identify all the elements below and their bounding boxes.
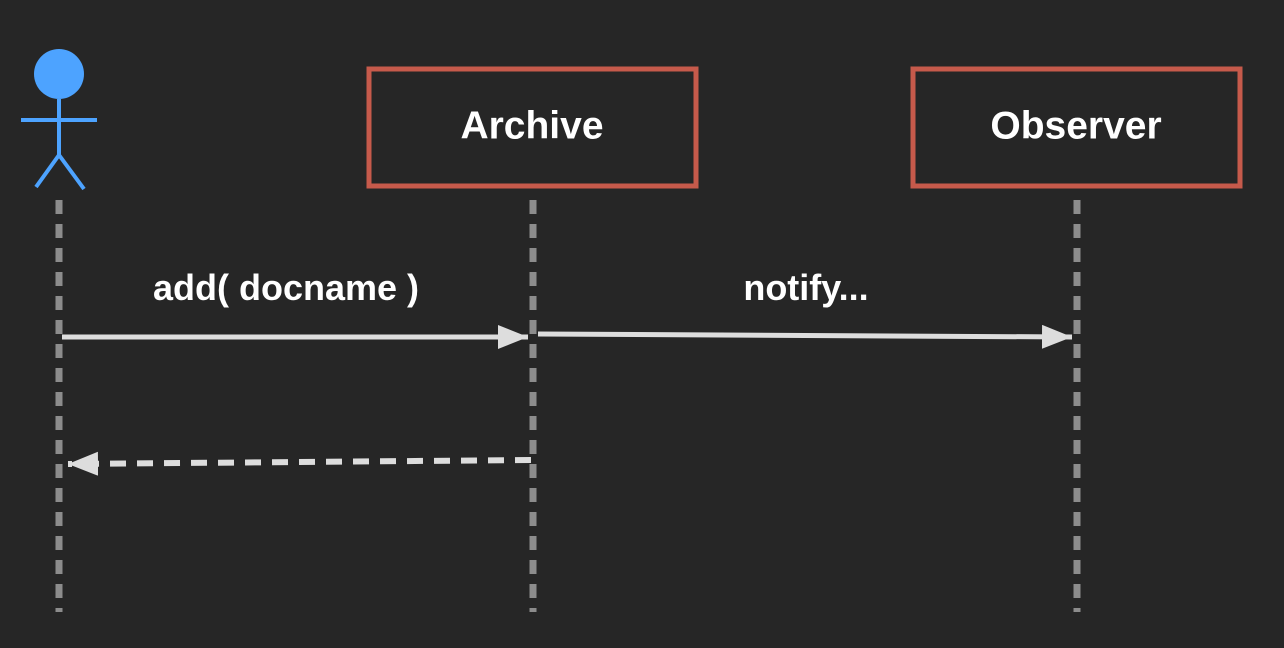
participant-archive-label: Archive [460, 104, 603, 147]
participant-archive-box [366, 66, 699, 189]
message-add: add( docname ) [62, 267, 528, 349]
participant-observer: Observer [910, 66, 1243, 189]
message-add-label: add( docname ) [153, 267, 419, 308]
actor-icon [21, 49, 97, 191]
participant-observer-box [910, 66, 1243, 189]
message-return-arrow [67, 451, 532, 476]
message-return [67, 451, 532, 476]
message-notify-arrow [537, 324, 1073, 349]
message-notify-label: notify... [743, 267, 868, 308]
participant-archive: Archive [366, 66, 699, 189]
message-notify: notify... [537, 267, 1073, 349]
participant-observer-label: Observer [990, 104, 1161, 147]
